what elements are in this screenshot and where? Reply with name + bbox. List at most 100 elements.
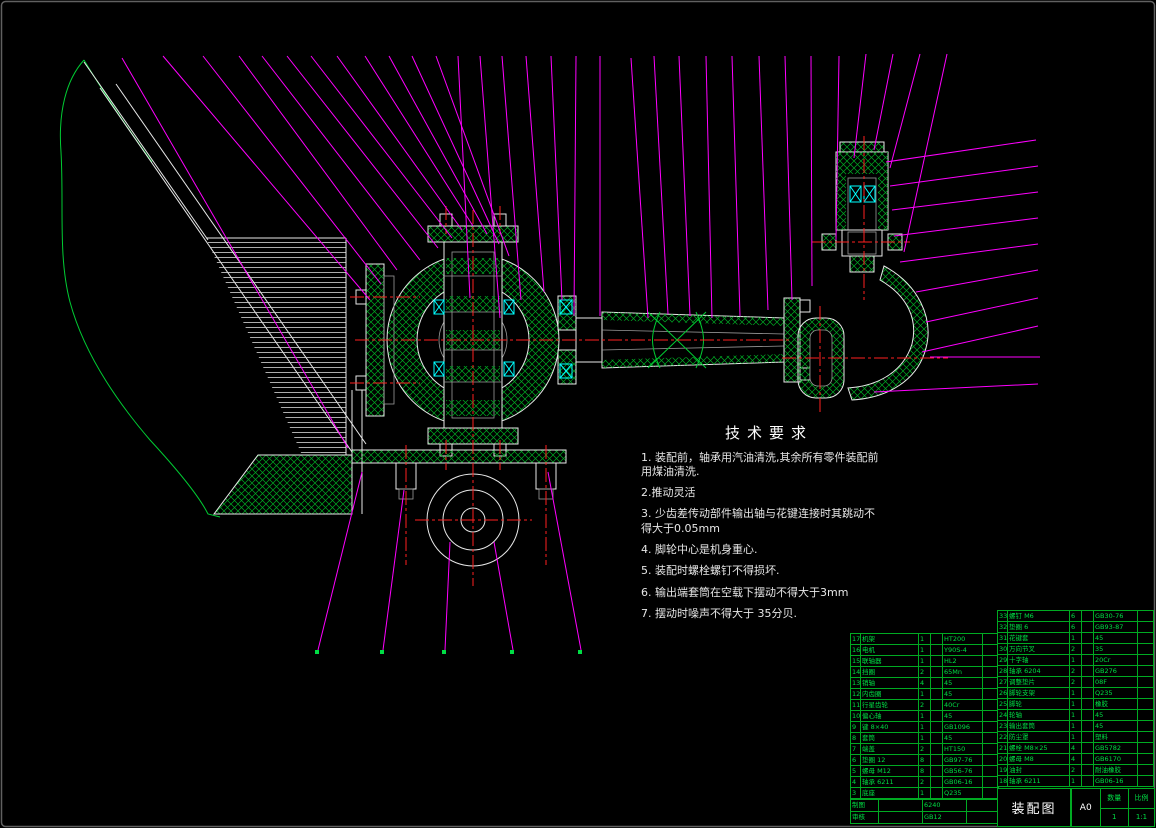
bom-cell [930,677,943,689]
bom-cell: 电机 [860,644,919,656]
bom-cell: GB6170 [1093,753,1138,765]
bom-cell: 轴承 6211 [1007,775,1070,787]
bom-cell [1137,643,1154,655]
bom-cell [1081,687,1094,699]
callout-tick [315,650,319,654]
bom-cell: 45 [942,677,983,689]
bom-cell: 32 [997,621,1008,633]
bom-cell [966,799,999,812]
bom-cell: 轮轴 [1007,709,1070,721]
bom-cell [1081,731,1094,743]
bom-cell: 1 [918,655,931,667]
technical-requirement-item: 3. 少齿差传动部件输出轴与花键连接时其跳动不得大于0.05mm [641,507,875,535]
bom-cell: GB56-76 [942,765,983,777]
bom-cell: 底座 [860,787,919,799]
bom-cell [1137,764,1154,776]
bom-cell: 45 [942,710,983,722]
bom-cell: 挡圈 [860,666,919,678]
bom-cell: 4 [918,677,931,689]
bom-cell: GB1096 [942,721,983,733]
bom-cell: 制图 [850,799,879,812]
bom-cell: 调整垫片 [1007,676,1070,688]
bolt [799,299,811,313]
bom-cell: 10 [850,710,861,722]
bom-cell: 2 [918,666,931,678]
bom-cell: 16 [850,644,861,656]
bom-cell [930,644,943,656]
bom-cell: 27 [997,676,1008,688]
bom-cell: 套筒 [860,732,919,744]
bom-cell: 塑料 [1093,731,1138,743]
bom-cell [1137,665,1154,677]
caster-assembly [797,141,929,401]
qty-value: 1 [1099,807,1128,826]
bom-cell: 4 [1069,742,1082,754]
bom-cell: 6240 [922,799,967,812]
bom-cell [1137,676,1154,688]
bom-cell [1137,621,1154,633]
bom-cell: 机架 [860,633,919,645]
bom-cell: 12 [850,688,861,700]
bom-cell: 轴承 6204 [1007,665,1070,677]
callout-tick [442,650,446,654]
technical-requirement-item: 2.推动灵活 [641,486,696,500]
bom-cell: 偏心轴 [860,710,919,722]
left-housing [59,59,367,518]
housing-foot [213,454,353,515]
bom-cell [1081,698,1094,710]
bom-cell: 6 [1069,621,1082,633]
bom-cell [1081,676,1094,688]
bom-cell [930,776,943,788]
bom-cell: 油封 [1007,764,1070,776]
callout-tick [510,650,514,654]
bom-cell [1081,665,1094,677]
bom-cell: 21 [997,742,1008,754]
bom-cell: GB12 [922,811,967,824]
bom-cell [966,811,999,824]
bom-cell: 24 [997,709,1008,721]
bom-cell: 8 [918,765,931,777]
bom-cell: 1 [1069,698,1082,710]
bom-cell: GB06-16 [942,776,983,788]
bom-cell: 29 [997,654,1008,666]
bom-cell [878,799,923,812]
technical-requirement-item: 7. 摆动时噪声不得大于 35分贝. [641,606,797,620]
bom-cell: 垫圈 6 [1007,621,1070,633]
bom-cell: 08F [1093,676,1138,688]
bom-cell: 1 [918,787,931,799]
base-plate [351,449,567,464]
bom-cell: 9 [850,721,861,733]
bom-cell: 30 [997,643,1008,655]
bom-cell: 垫圈 12 [860,754,919,766]
bom-cell [1081,621,1094,633]
bom-cell [930,754,943,766]
bom-cell: 1 [1069,709,1082,721]
bom-cell [878,811,923,824]
bom-cell: HL2 [942,655,983,667]
bom-cell [1137,632,1154,644]
bom-cell: 13 [850,677,861,689]
bom-cell [930,732,943,744]
bom-cell: 销轴 [860,677,919,689]
bom-cell: 花键套 [1007,632,1070,644]
bom-cell: 十字轴 [1007,654,1070,666]
bom-cell: 4 [1069,753,1082,765]
